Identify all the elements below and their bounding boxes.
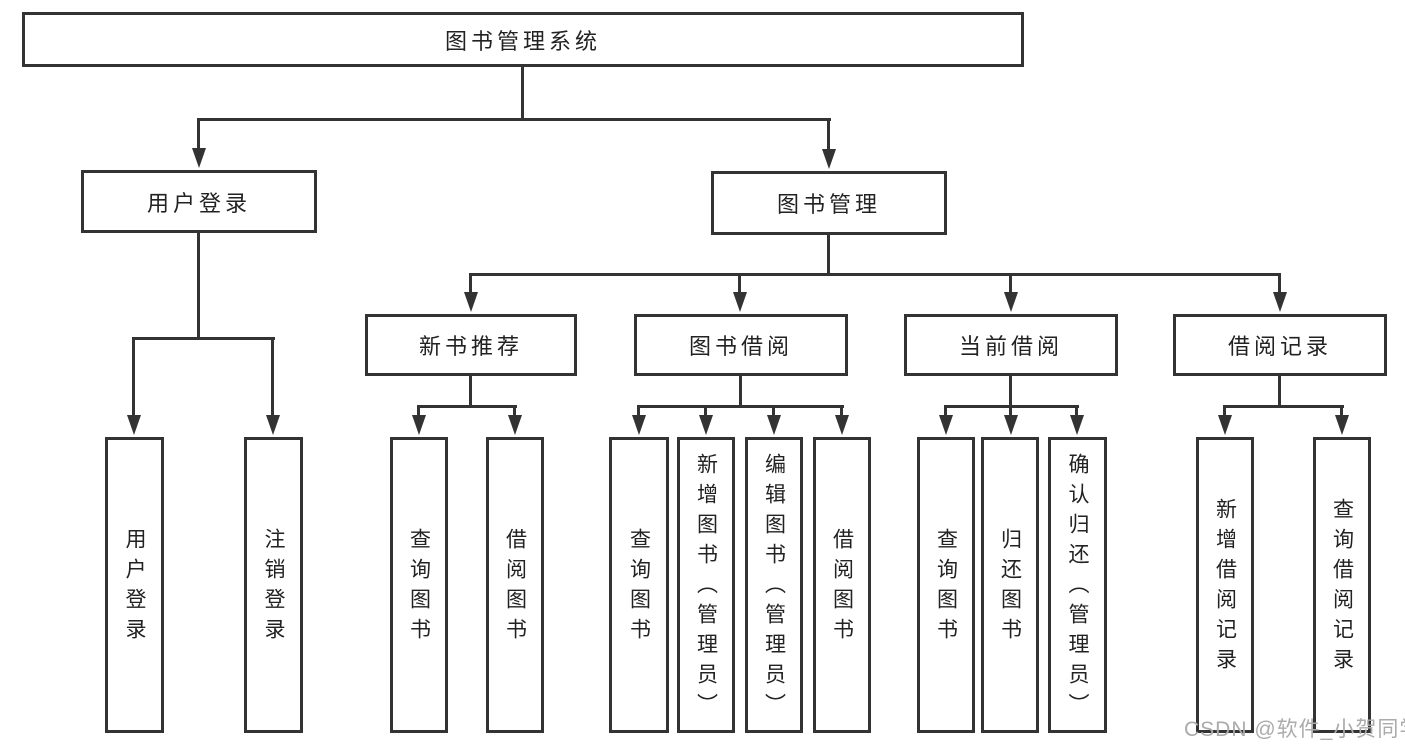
arrowhead-cb-confirm: [1070, 415, 1084, 435]
arrowhead-br-add: [1218, 415, 1232, 435]
connector-user-login-stem: [197, 233, 200, 337]
node-book-borrowing: 图书借阅: [634, 314, 848, 376]
connector-new-rec-hbar: [417, 405, 517, 408]
leaf-query-books-1: 查询图书: [390, 437, 448, 733]
arrowhead-bb-query: [632, 415, 646, 435]
leaf-add-books-admin: 新增图书（管理员）: [677, 437, 735, 733]
leaf-edit-books-admin: 编辑图书（管理员）: [745, 437, 803, 733]
node-current-borrowing-label: 当前借阅: [958, 334, 1063, 359]
node-user-login-label: 用户登录: [146, 190, 251, 216]
leaf-add-borrow-record: 新增借阅记录: [1196, 437, 1254, 733]
arrowhead-login-leaf: [127, 415, 141, 435]
connector-drop-nr-query: [417, 405, 420, 417]
connector-drop-borrow-record: [1278, 273, 1281, 295]
connector-drop-br-add: [1223, 405, 1226, 417]
connector-current-borrow-stem: [1009, 376, 1012, 405]
arrowhead-user-login: [192, 148, 206, 168]
leaf-add-books-admin-label: 新增图书（管理员）: [694, 452, 718, 723]
connector-drop-user-login: [197, 118, 200, 150]
arrowhead-borrow-record: [1273, 292, 1287, 312]
connector-user-login-hbar: [132, 337, 275, 340]
leaf-query-books-2-label: 查询图书: [627, 527, 651, 648]
connector-book-mgmt-hbar: [469, 273, 1281, 276]
leaf-query-books-2: 查询图书: [609, 437, 669, 733]
node-book-borrowing-label: 图书借阅: [688, 334, 793, 359]
arrowhead-bb-borrow: [835, 415, 849, 435]
connector-drop-cb-return: [1009, 405, 1012, 417]
arrowhead-new-rec: [464, 292, 478, 312]
node-book-management: 图书管理: [711, 171, 947, 235]
arrowhead-nr-borrow: [508, 415, 522, 435]
leaf-user-login-label: 用户登录: [123, 527, 146, 648]
arrowhead-current-borrow: [1004, 292, 1018, 312]
leaf-user-login: 用户登录: [105, 437, 164, 733]
connector-root-hbar: [197, 118, 831, 121]
leaf-return-books-label: 归还图书: [998, 527, 1022, 648]
node-user-login: 用户登录: [81, 170, 317, 233]
arrowhead-br-query: [1335, 415, 1349, 435]
node-library-system: 图书管理系统: [22, 12, 1024, 67]
arrowhead-cb-return: [1004, 415, 1018, 435]
connector-drop-logout-leaf: [271, 337, 274, 415]
connector-drop-cb-query: [944, 405, 947, 417]
leaf-query-borrow-record-label: 查询借阅记录: [1330, 497, 1354, 678]
watermark-text: CSDN @软件_小贺同学: [1184, 718, 1405, 741]
connector-drop-login-leaf: [132, 337, 135, 415]
arrowhead-bb-add: [699, 415, 713, 435]
leaf-logout: 注销登录: [244, 437, 303, 733]
connector-drop-br-query: [1340, 405, 1343, 417]
connector-drop-cb-confirm: [1075, 405, 1078, 417]
arrowhead-logout-leaf: [266, 415, 280, 435]
leaf-confirm-return-admin: 确认归还（管理员）: [1048, 437, 1107, 733]
leaf-query-borrow-record: 查询借阅记录: [1313, 437, 1371, 733]
connector-book-mgmt-stem: [827, 235, 830, 273]
node-book-management-label: 图书管理: [776, 192, 881, 217]
connector-book-borrow-hbar: [637, 405, 844, 408]
node-library-system-label: 图书管理系统: [444, 28, 601, 54]
connector-drop-current-borrow: [1009, 273, 1012, 295]
connector-drop-bb-borrow: [840, 405, 843, 417]
arrowhead-book-mgmt: [822, 149, 836, 169]
connector-drop-bb-query: [637, 405, 640, 417]
connector-borrow-record-stem: [1278, 376, 1281, 405]
leaf-add-borrow-record-label: 新增借阅记录: [1213, 497, 1237, 678]
connector-drop-book-mgmt: [827, 118, 830, 151]
connector-book-borrow-stem: [739, 376, 742, 405]
leaf-edit-books-admin-label: 编辑图书（管理员）: [762, 452, 786, 723]
arrowhead-book-borrow: [733, 292, 747, 312]
arrowhead-nr-query: [412, 415, 426, 435]
leaf-query-books-3: 查询图书: [917, 437, 975, 733]
leaf-confirm-return-admin-label: 确认归还（管理员）: [1066, 452, 1089, 723]
node-borrowing-records-label: 借阅记录: [1227, 334, 1332, 359]
connector-new-rec-stem: [469, 376, 472, 405]
leaf-query-books-1-label: 查询图书: [407, 527, 431, 648]
node-borrowing-records: 借阅记录: [1173, 314, 1387, 376]
connector-drop-bb-edit: [772, 405, 775, 417]
leaf-borrow-books-1-label: 借阅图书: [503, 527, 527, 648]
connector-drop-bb-add: [704, 405, 707, 417]
node-new-book-recommend: 新书推荐: [365, 314, 577, 376]
node-new-book-recommend-label: 新书推荐: [418, 334, 523, 359]
arrowhead-cb-query: [939, 415, 953, 435]
connector-drop-nr-borrow: [513, 405, 516, 417]
arrowhead-bb-edit: [767, 415, 781, 435]
connector-drop-book-borrow: [738, 273, 741, 295]
leaf-borrow-books-2-label: 借阅图书: [830, 527, 854, 648]
node-current-borrowing: 当前借阅: [904, 314, 1118, 376]
connector-borrow-record-hbar: [1223, 405, 1344, 408]
connector-drop-new-rec: [469, 273, 472, 295]
leaf-query-books-3-label: 查询图书: [934, 527, 958, 648]
leaf-borrow-books-1: 借阅图书: [486, 437, 544, 733]
connector-root-stem: [521, 65, 524, 118]
leaf-return-books: 归还图书: [981, 437, 1039, 733]
leaf-borrow-books-2: 借阅图书: [813, 437, 871, 733]
leaf-logout-label: 注销登录: [262, 527, 285, 648]
